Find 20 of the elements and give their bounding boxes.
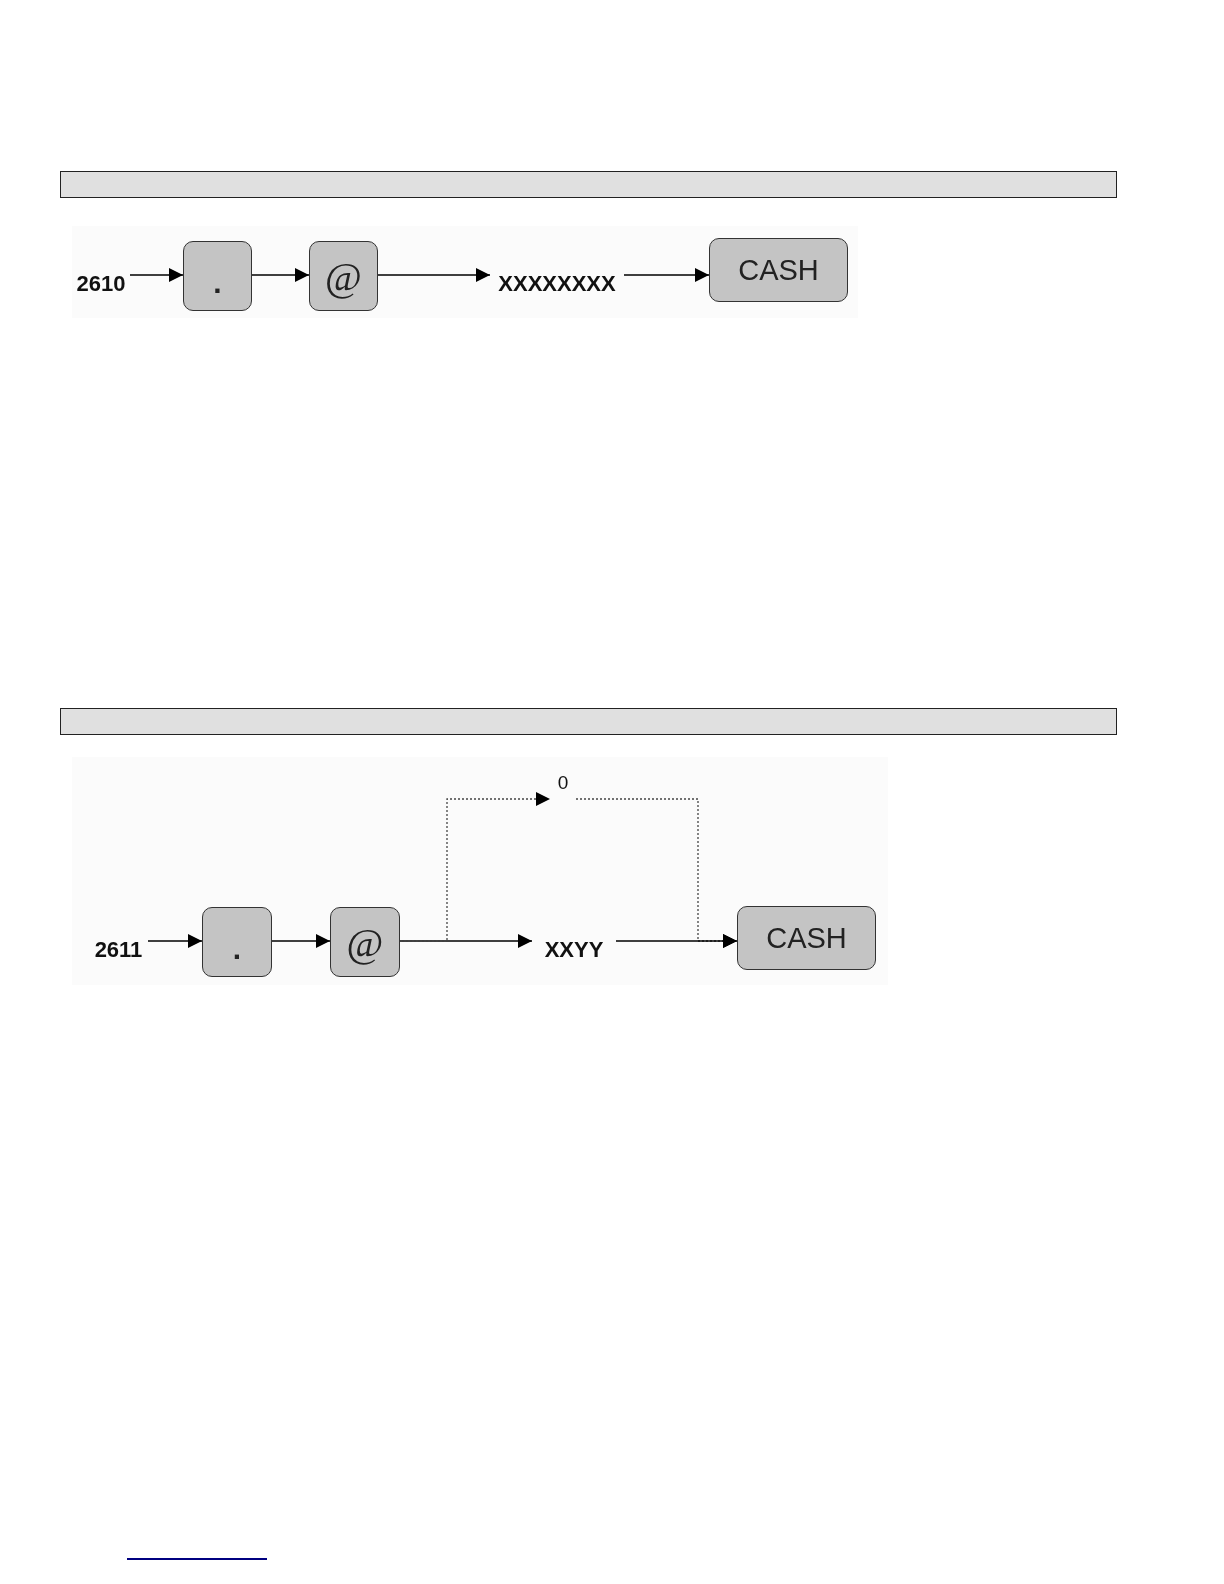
arrow bbox=[615, 934, 738, 948]
key-code: 2610 bbox=[72, 266, 130, 302]
arrow bbox=[377, 268, 491, 282]
key-code: 2611 bbox=[89, 932, 148, 968]
decimal-key: . bbox=[202, 907, 272, 977]
arrow bbox=[129, 268, 184, 282]
decimal-key: . bbox=[183, 241, 252, 311]
entry-value: XXXXXXXX bbox=[490, 266, 624, 302]
arrow bbox=[399, 934, 533, 948]
at-key: @ bbox=[309, 241, 378, 311]
arrow bbox=[623, 268, 710, 282]
entry-value: XXYY bbox=[532, 932, 616, 968]
cash-key: CASH bbox=[737, 906, 876, 970]
at-key: @ bbox=[330, 907, 400, 977]
arrow bbox=[147, 934, 203, 948]
dotted-arrow bbox=[399, 792, 551, 942]
option-value: 0 bbox=[550, 772, 576, 802]
cash-key: CASH bbox=[709, 238, 848, 302]
arrow bbox=[251, 268, 310, 282]
arrow bbox=[271, 934, 331, 948]
